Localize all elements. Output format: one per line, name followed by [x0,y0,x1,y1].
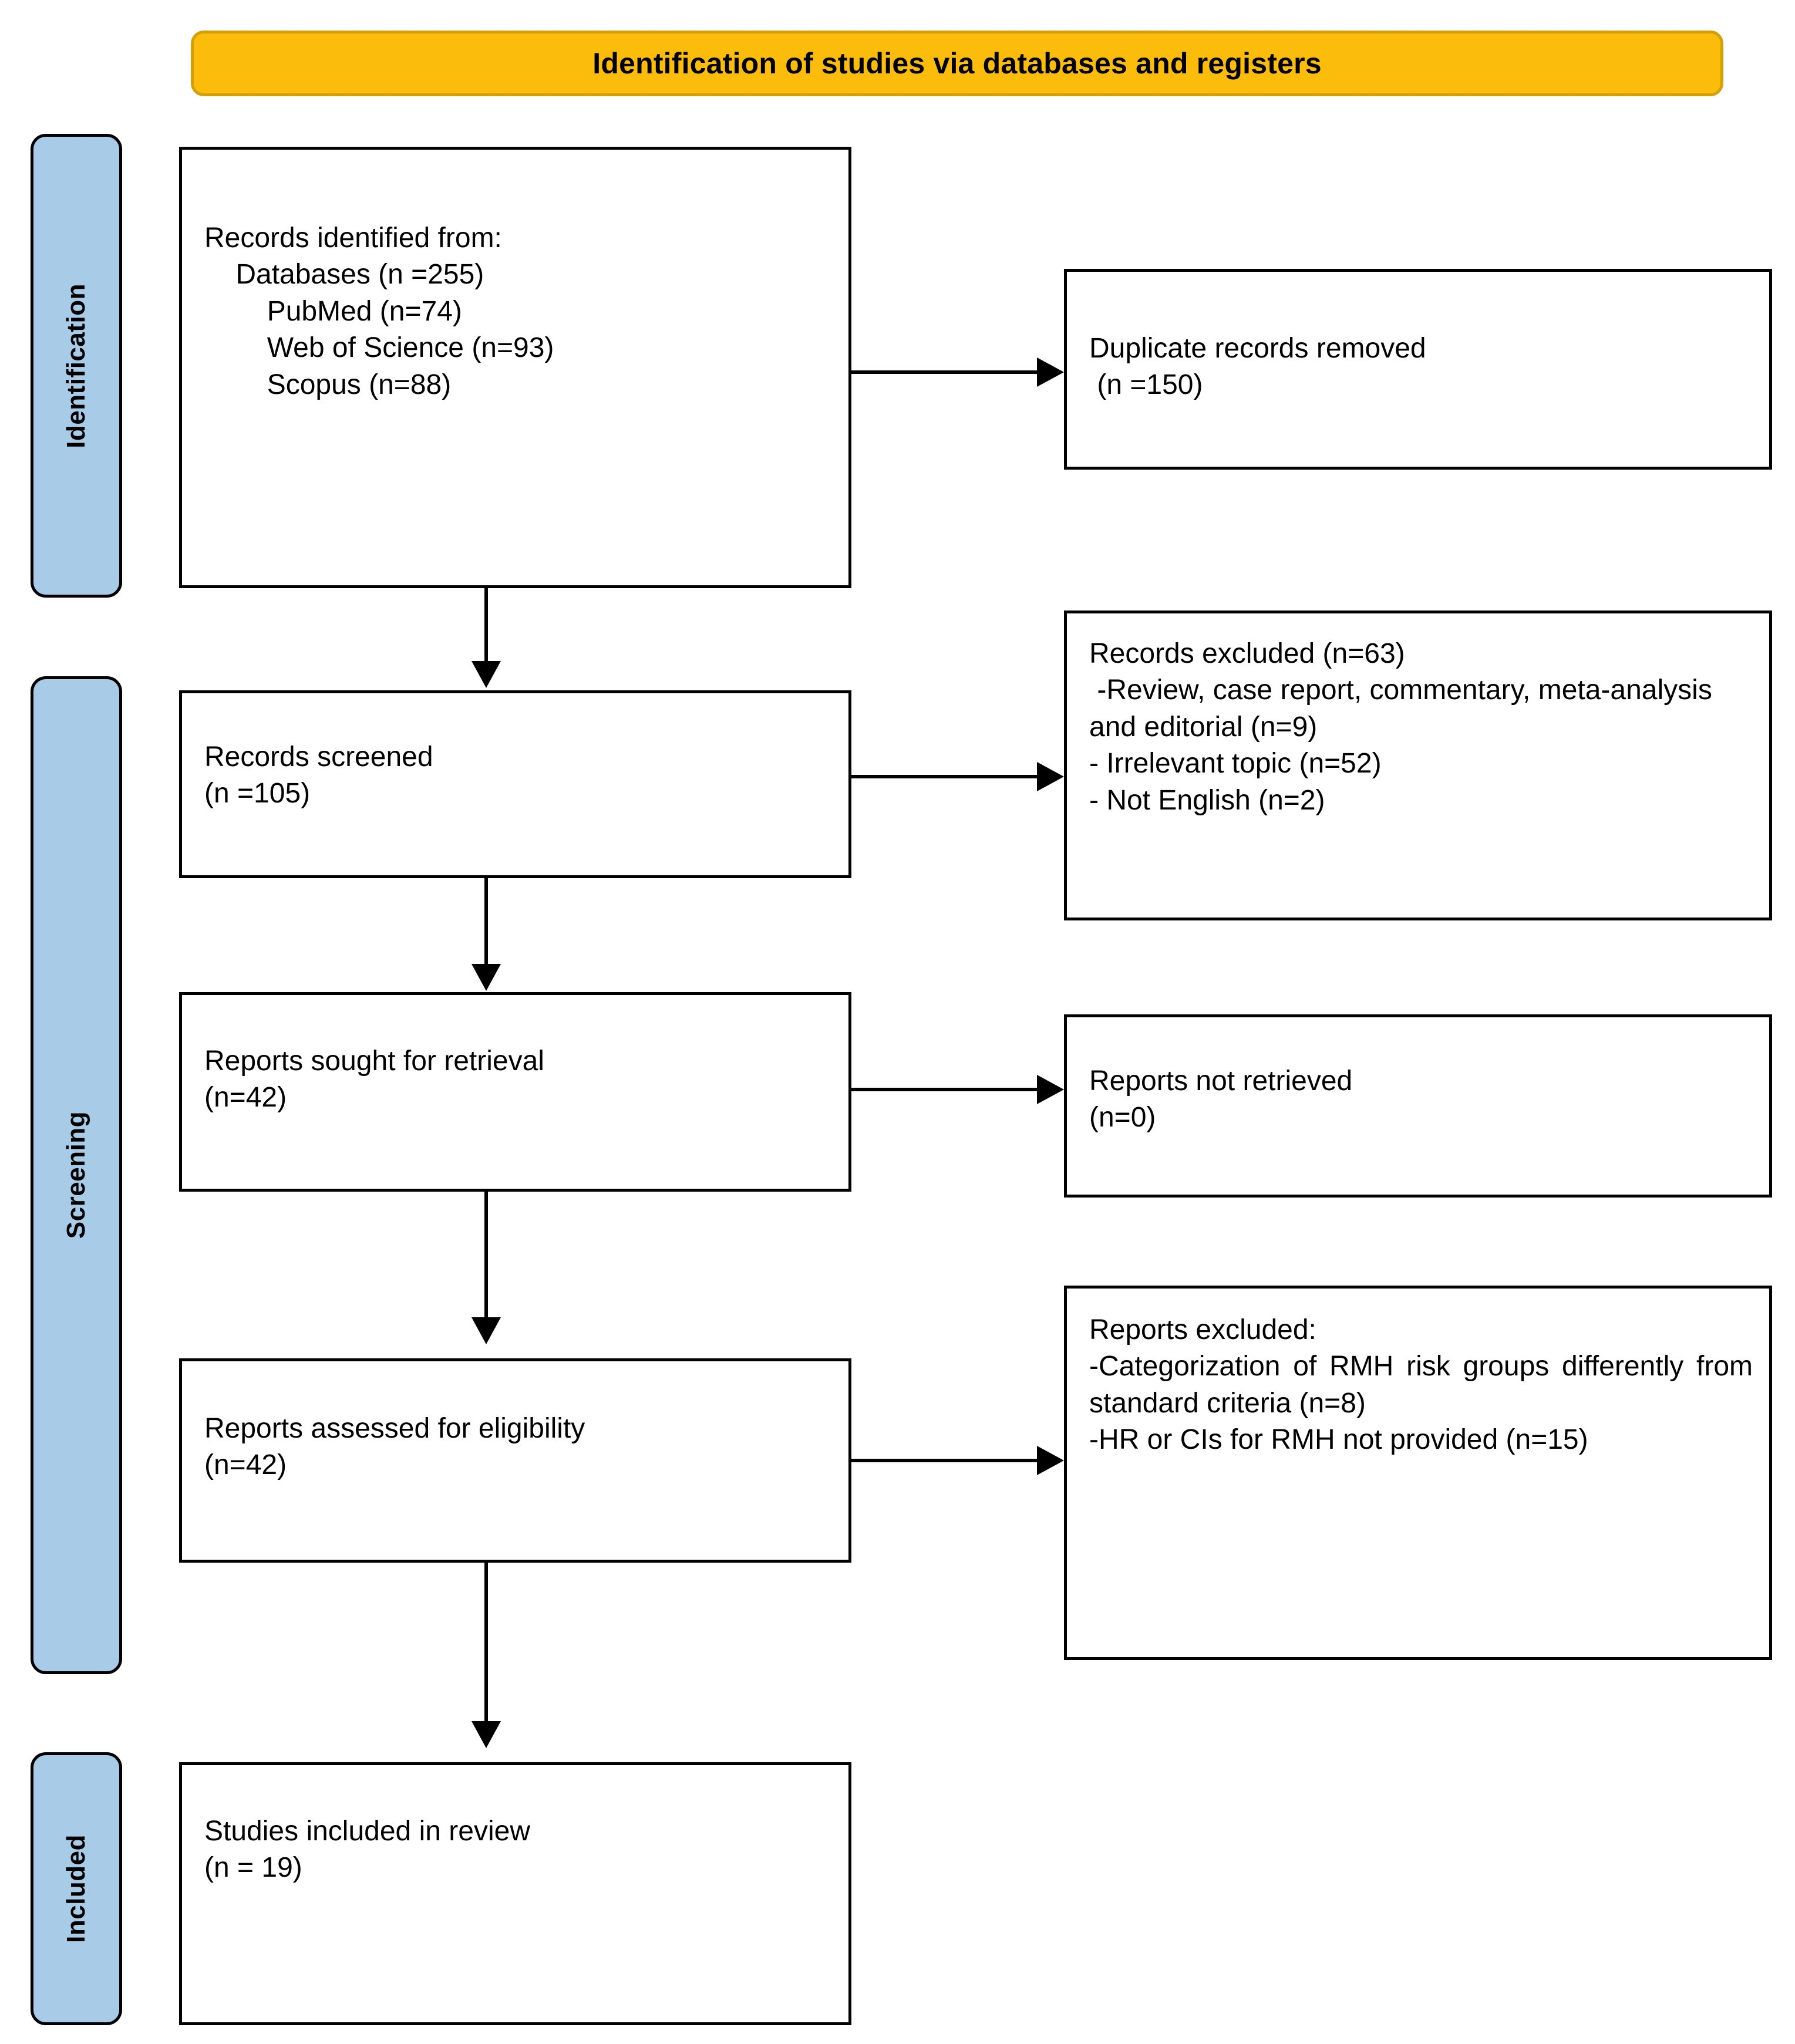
box-records-identified-text: Records identified from: Databases (n =2… [204,222,554,400]
connector-screened-to-excluded-arrow [1037,762,1064,791]
box-studies-included-text: Studies included in review (n = 19) [204,1816,530,1884]
box-records-excluded: Records excluded (n=63) -Review, case re… [1064,610,1772,920]
box-reports-assessed: Reports assessed for eligibility (n=42) [179,1358,851,1563]
box-reports-sought-text: Reports sought for retrieval (n=42) [204,1045,544,1114]
box-records-screened: Records screened (n =105) [179,690,851,878]
connector-identified-to-duplicates-line [851,370,1037,374]
stage-band-screening: Screening [31,676,122,1674]
box-reports-not-retrieved: Reports not retrieved (n=0) [1064,1014,1772,1198]
box-records-screened-text: Records screened (n =105) [204,741,433,809]
connector-identified-to-duplicates-arrow [1037,357,1064,387]
banner-title: Identification of studies via databases … [592,47,1322,80]
stage-band-included-label: Included [62,1834,90,1943]
box-records-identified: Records identified from: Databases (n =2… [179,147,851,588]
box-reports-excluded: Reports excluded: -Categorization of RMH… [1064,1286,1772,1660]
connector-screened-to-sought-arrow [472,964,501,991]
stage-band-identification-label: Identification [62,283,90,448]
stage-band-included: Included [31,1752,122,2025]
connector-sought-to-assessed-line [484,1192,488,1320]
box-reports-excluded-text: Reports excluded: -Categorization of RMH… [1089,1314,1753,1456]
box-reports-assessed-text: Reports assessed for eligibility (n=42) [204,1413,585,1481]
connector-screened-to-sought-line [484,878,488,966]
connector-assessed-to-included-line [484,1563,488,1723]
connector-identified-to-screened-arrow [472,661,501,688]
stage-band-identification: Identification [31,134,122,598]
connector-sought-to-not-retrieved-arrow [1037,1075,1064,1104]
connector-assessed-to-excluded-arrow [1037,1446,1064,1475]
box-studies-included: Studies included in review (n = 19) [179,1762,851,2025]
connector-identified-to-screened-line [484,588,488,663]
box-duplicate-records-removed: Duplicate records removed (n =150) [1064,269,1772,470]
connector-assessed-to-included-arrow [472,1721,501,1748]
connector-screened-to-excluded-line [851,775,1037,778]
box-reports-not-retrieved-text: Reports not retrieved (n=0) [1089,1065,1353,1134]
connector-sought-to-assessed-arrow [472,1317,501,1344]
box-reports-sought: Reports sought for retrieval (n=42) [179,992,851,1192]
diagram-header-banner: Identification of studies via databases … [191,31,1723,96]
connector-assessed-to-excluded-line [851,1459,1037,1462]
box-records-excluded-text: Records excluded (n=63) -Review, case re… [1089,638,1712,816]
stage-band-screening-label: Screening [62,1111,90,1239]
box-duplicate-records-removed-text: Duplicate records removed (n =150) [1089,333,1426,401]
connector-sought-to-not-retrieved-line [851,1088,1037,1091]
